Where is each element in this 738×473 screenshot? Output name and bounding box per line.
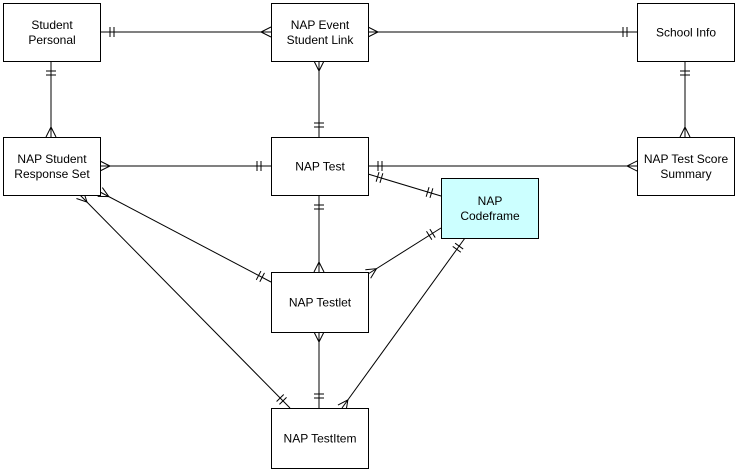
- entity-box: [271, 272, 369, 333]
- entity-label: NAP Test: [295, 160, 345, 174]
- relationship-nap-test-to-nap-student-response-set: [99, 160, 271, 172]
- entity-label: Student: [31, 18, 73, 32]
- relationship-nap-test-to-nap-event-student-link: [313, 60, 325, 137]
- cardinality-one-marker: [314, 122, 324, 128]
- cardinality-one-marker: [377, 161, 383, 171]
- cardinality-many-marker: [337, 398, 349, 412]
- relationship-nap-test-to-nap-codeframe: [367, 171, 442, 199]
- entity-box: [3, 3, 101, 62]
- entity-label: NAP TestItem: [284, 432, 357, 446]
- cardinality-one-marker: [276, 394, 287, 405]
- cardinality-many-marker: [97, 187, 110, 198]
- relationship-nap-test-to-nap-test-score-summary: [368, 160, 638, 172]
- entity-box: [271, 137, 369, 196]
- entity-label: Summary: [660, 167, 711, 181]
- relationship-student-personal-to-nap-event-student-link: [100, 26, 272, 38]
- entity-box: [271, 3, 369, 62]
- entity-nap-testitem[interactable]: NAP TestItem: [271, 408, 369, 469]
- relationship-line: [367, 227, 442, 275]
- entity-box: [441, 178, 539, 239]
- cardinality-many-marker: [259, 26, 272, 38]
- cardinality-many-marker: [313, 260, 325, 273]
- entity-box: [637, 137, 735, 196]
- relationship-nap-codeframe-to-nap-testlet: [365, 227, 442, 279]
- cardinality-one-marker: [680, 70, 690, 76]
- relationship-nap-testitem-to-nap-testlet: [313, 331, 325, 408]
- entity-box: [271, 408, 369, 469]
- cardinality-one-marker: [314, 204, 324, 210]
- cardinality-one-marker: [622, 27, 628, 37]
- entity-nap-testlet[interactable]: NAP Testlet: [271, 272, 369, 333]
- entity-nap-test[interactable]: NAP Test: [271, 137, 369, 196]
- entity-label: Personal: [28, 33, 75, 47]
- entity-label: Student Link: [287, 33, 355, 47]
- entity-label: NAP Testlet: [289, 296, 352, 310]
- cardinality-many-marker: [313, 60, 325, 73]
- entity-school-info[interactable]: School Info: [637, 3, 735, 62]
- relationship-school-info-to-nap-test-score-summary: [679, 61, 691, 138]
- cardinality-one-marker: [256, 161, 262, 171]
- entity-label: NAP Student: [17, 152, 87, 166]
- relationship-nap-testitem-to-nap-student-response-set: [76, 191, 291, 409]
- entity-label: NAP Event: [291, 18, 350, 32]
- cardinality-one-marker: [426, 228, 436, 240]
- relationship-line: [341, 237, 466, 409]
- cardinality-one-marker: [314, 393, 324, 399]
- relationship-lines: [45, 26, 691, 412]
- relationship-line: [99, 191, 272, 283]
- relationship-nap-testlet-to-nap-student-response-set: [97, 187, 272, 283]
- entity-label: Response Set: [14, 167, 90, 181]
- relationship-student-personal-to-nap-student-response-set: [45, 61, 57, 138]
- entity-label: School Info: [656, 26, 716, 40]
- cardinality-many-marker: [367, 26, 380, 38]
- cardinality-one-marker: [109, 27, 115, 37]
- cardinality-many-marker: [45, 125, 57, 138]
- cardinality-many-marker: [625, 160, 638, 172]
- cardinality-many-marker: [99, 160, 112, 172]
- entity-label: NAP Test Score: [644, 152, 729, 166]
- cardinality-one-marker: [452, 242, 464, 253]
- entity-box: [637, 3, 735, 62]
- cardinality-many-marker: [313, 331, 325, 344]
- cardinality-one-marker: [255, 270, 265, 282]
- relationship-nap-test-to-nap-testlet: [313, 195, 325, 273]
- cardinality-many-marker: [365, 268, 378, 279]
- cardinality-many-marker: [679, 125, 691, 138]
- entity-label: Codeframe: [460, 209, 520, 223]
- relationship-line: [367, 173, 442, 197]
- relationship-school-info-to-nap-event-student-link: [367, 26, 637, 38]
- relationship-line: [79, 194, 291, 409]
- cardinality-one-marker: [425, 187, 434, 199]
- entity-label: NAP: [478, 194, 503, 208]
- relationship-nap-codeframe-to-nap-testitem: [337, 237, 466, 412]
- cardinality-one-marker: [46, 70, 56, 76]
- entity-box: [3, 137, 101, 196]
- cardinality-one-marker: [375, 171, 384, 183]
